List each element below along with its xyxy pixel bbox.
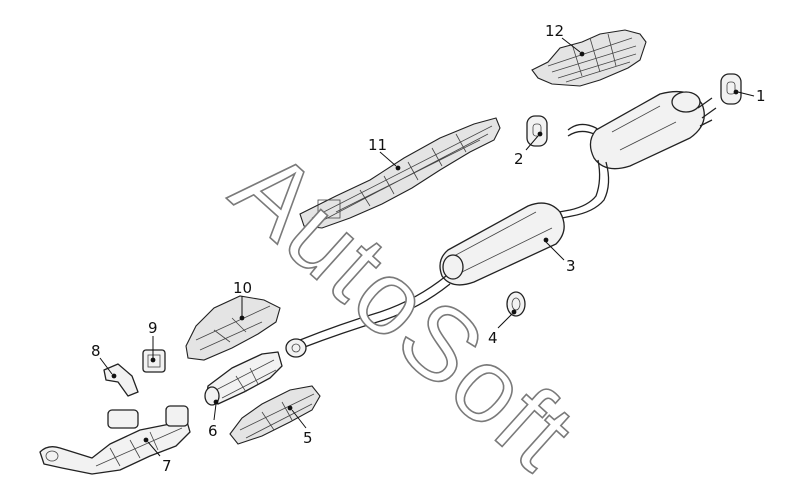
part-3-center-muffler[interactable]	[439, 202, 565, 286]
callout-3[interactable]: 3	[566, 257, 576, 275]
callout-5[interactable]: 5	[303, 429, 313, 447]
callout-2[interactable]: 2	[514, 150, 524, 168]
rear-muffler[interactable]	[567, 90, 717, 170]
leader-lines	[99, 37, 755, 457]
callout-4[interactable]: 4	[488, 329, 498, 347]
part-1-hanger[interactable]	[720, 73, 742, 105]
front-pipe[interactable]	[285, 275, 451, 358]
callout-6[interactable]: 6	[208, 422, 218, 440]
part-5-heat-shield[interactable]	[229, 385, 321, 445]
callout-12[interactable]: 12	[545, 22, 564, 40]
part-4-gasket[interactable]	[506, 291, 526, 317]
callout-8[interactable]: 8	[91, 342, 101, 360]
part-10-heat-shield[interactable]	[185, 295, 281, 361]
part-11-heat-shield[interactable]	[299, 117, 501, 229]
part-6-catalytic-converter[interactable]	[204, 351, 283, 406]
part-12-heat-shield[interactable]	[531, 29, 647, 87]
part-2-hanger[interactable]	[526, 115, 548, 147]
callout-1[interactable]: 1	[756, 87, 766, 105]
part-8-bracket[interactable]	[103, 363, 139, 397]
callout-labels: 1 2 3 4 5 6 7 8 9 10 11 12	[91, 22, 766, 475]
callout-10[interactable]: 10	[233, 279, 252, 297]
callout-11[interactable]: 11	[368, 136, 387, 154]
mid-pipe-rear[interactable]	[547, 159, 610, 221]
callout-9[interactable]: 9	[148, 319, 158, 337]
part-7-exhaust-manifold[interactable]	[39, 405, 191, 475]
callout-7[interactable]: 7	[162, 457, 172, 475]
